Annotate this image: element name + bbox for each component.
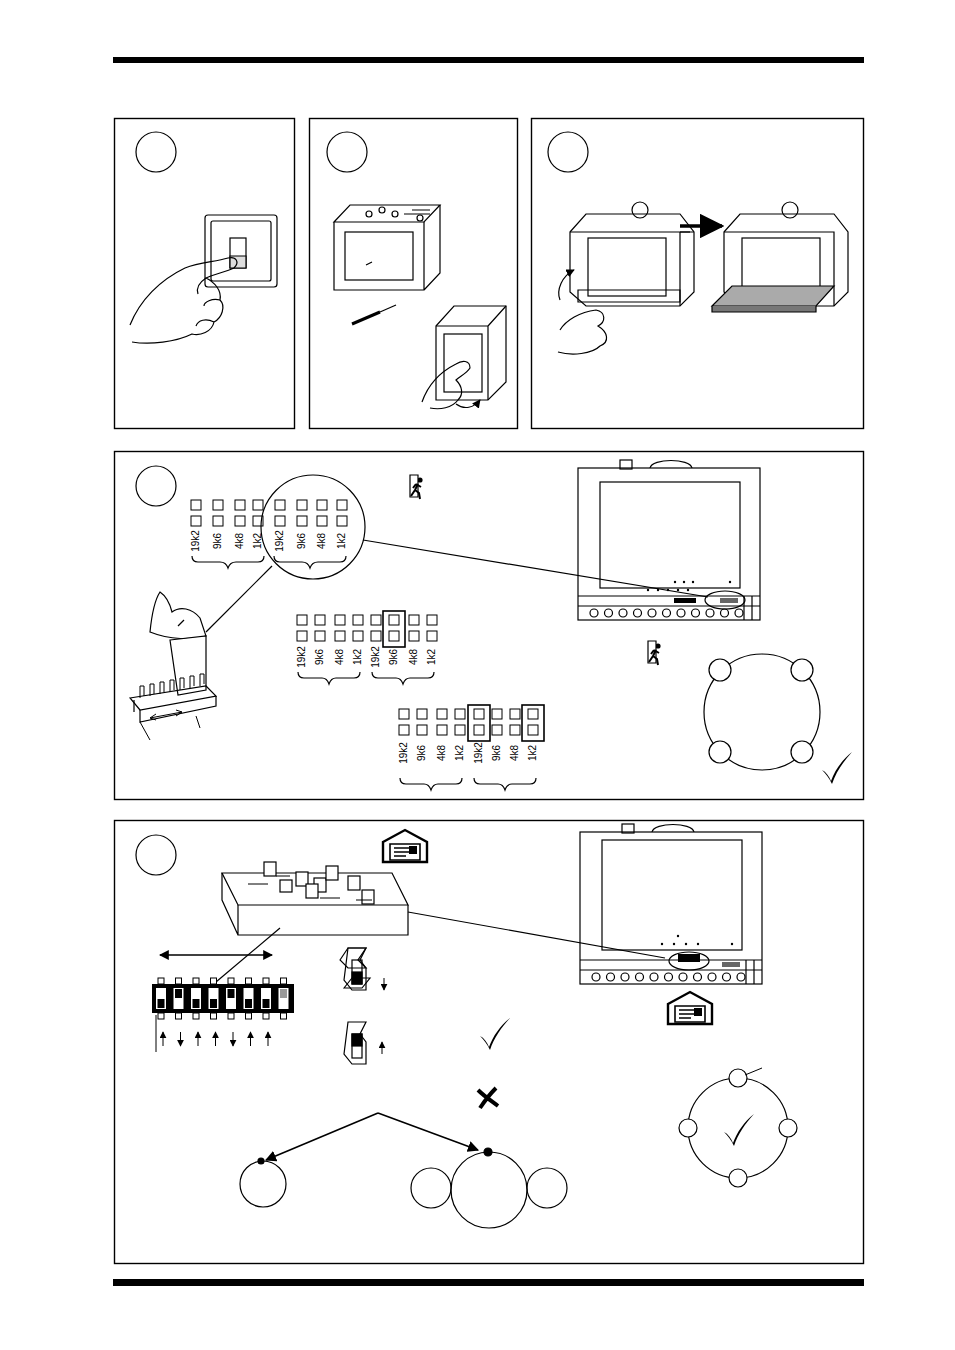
jumper-label: 1k2	[528, 745, 538, 761]
jumper-label: 19k2	[371, 646, 381, 668]
jumper-label: 4k8	[437, 745, 447, 761]
jumper-label: 19k2	[191, 530, 201, 552]
jumper-label: 9k6	[492, 745, 502, 761]
jumper-label: 4k8	[235, 533, 245, 549]
jumper-label: 1k2	[253, 533, 263, 549]
jumper-label: 1k2	[337, 533, 347, 549]
jumper-label: 9k6	[297, 533, 307, 549]
jumper-label: 9k6	[389, 649, 399, 665]
jumper-label: 4k8	[510, 745, 520, 761]
jumper-label: 9k6	[417, 745, 427, 761]
jumper-label: 19k2	[275, 530, 285, 552]
jumper-label: 4k8	[317, 533, 327, 549]
jumper-label: 19k2	[474, 742, 484, 764]
jumper-label: 4k8	[335, 649, 345, 665]
jumper-label: 19k2	[297, 646, 307, 668]
jumper-label: 19k2	[399, 742, 409, 764]
jumper-label: 4k8	[409, 649, 419, 665]
jumper-label: 1k2	[427, 649, 437, 665]
jumper-label: 9k6	[315, 649, 325, 665]
jumper-label: 9k6	[213, 533, 223, 549]
jumper-label: 1k2	[455, 745, 465, 761]
jumper-label: 1k2	[353, 649, 363, 665]
